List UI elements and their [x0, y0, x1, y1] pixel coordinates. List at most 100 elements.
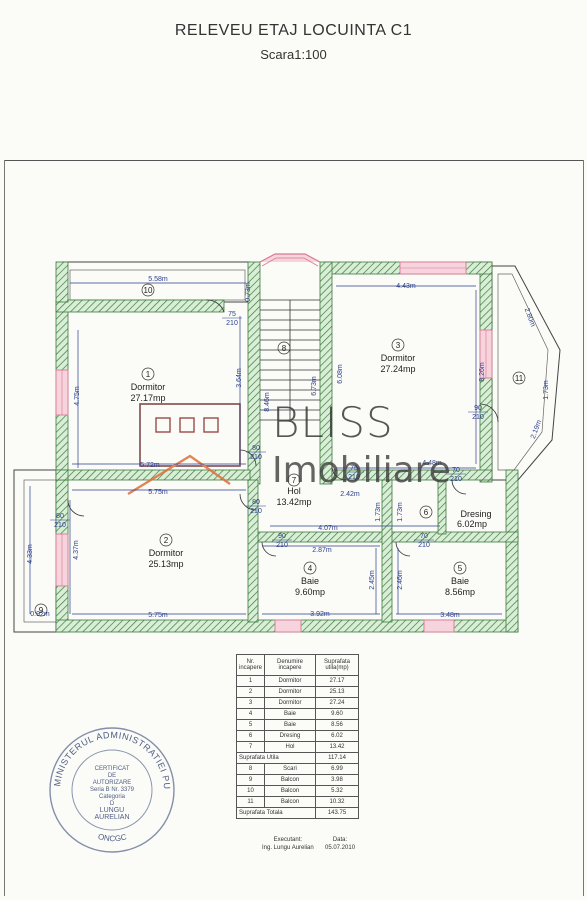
- stamp-line5: Categoria: [99, 794, 126, 800]
- table-row-total-cell-1: Suprafata Totala: [235, 807, 317, 819]
- stamp-line4: Seria B Nr. 3379: [90, 787, 135, 793]
- room-name-5: Baie: [451, 576, 469, 586]
- room-area-4: 9.60mp: [295, 587, 325, 597]
- room-number-4: 4: [308, 564, 313, 573]
- stamp-line7: LUNGU: [100, 807, 125, 814]
- dimension-label-25: 0.92m: [30, 611, 50, 618]
- door-height-5: 210: [472, 414, 484, 421]
- room-number-1: 1: [146, 370, 151, 379]
- wall-dressing-left: [437, 479, 447, 535]
- door-height-2: 210: [250, 454, 262, 461]
- dimension-label-24: 4.37m: [73, 540, 80, 560]
- wall-room2-right: [247, 479, 259, 623]
- wall-room3-bottom: [331, 469, 493, 481]
- door-height-3: 210: [250, 508, 262, 515]
- dimension-label-19: 1.73m: [397, 502, 404, 522]
- stamp-line1: CERTIFICAT: [95, 766, 130, 772]
- wall-right: [505, 469, 519, 633]
- room-area-6: 6.02mp: [457, 519, 487, 529]
- stamp-line8: AURELIAN: [94, 814, 129, 821]
- dimension-label-15: 5.75m: [148, 489, 168, 496]
- room-number-8: 8: [282, 344, 287, 353]
- door-height-1: 210: [226, 320, 238, 327]
- door-width-3: 80: [252, 499, 260, 506]
- room-name-2: Dormitor: [149, 548, 184, 558]
- door-swings: [67, 299, 499, 557]
- drawing-frame: [4, 160, 584, 896]
- stamp-bottom-text: ONCGC: [97, 832, 128, 843]
- wall-bath-divider: [381, 479, 393, 623]
- stamp-line3: AUTORIZARE: [93, 780, 132, 786]
- dimension-label-2: 0.73m: [245, 282, 252, 302]
- title-block: [4, 0, 583, 161]
- room-name-4: Baie: [301, 576, 319, 586]
- plan-scale: Scara1:100: [260, 47, 327, 62]
- plan-title: RELEVEU ETAJ LOCUINTA C1: [174, 22, 413, 39]
- dimension-label-8: 6.08m: [337, 364, 344, 384]
- dimension-label-21: 2.45m: [369, 570, 376, 590]
- col-room-name: Denumire incapere: [264, 654, 317, 676]
- dimension-label-27: 3.92m: [310, 611, 330, 618]
- door-height-4: 210: [54, 522, 66, 529]
- room-name-1: Dormitor: [131, 382, 166, 392]
- area-table: Nr. incapere Denumire incapere Suprafata…: [235, 654, 360, 819]
- dimension-label-28: 3.48m: [440, 612, 460, 619]
- dimension-label-18: 1.73m: [375, 502, 382, 522]
- room-number-10: 10: [144, 286, 153, 295]
- room-area-1: 27.17mp: [130, 393, 165, 403]
- executant-block: Executant: Ing. Lungu Aurelian: [262, 836, 314, 852]
- wall-room1-top: [55, 299, 225, 313]
- date-value: 05.07.2010: [325, 845, 356, 851]
- dimension-label-1: 5.58m: [148, 276, 168, 283]
- wall-stair-right: [319, 261, 333, 485]
- room-number-2: 2: [164, 536, 169, 545]
- door-width-7: 90: [278, 533, 286, 540]
- executant-name: Ing. Lungu Aurelian: [262, 845, 314, 851]
- watermark-logo: [127, 403, 241, 496]
- dimension-label-14: 4.48m: [422, 460, 442, 467]
- dimension-label-7: 6.73m: [311, 376, 318, 396]
- door-width-6: 70: [452, 467, 460, 474]
- room-number-8-circle: [277, 341, 291, 355]
- room-number-7: 7: [292, 476, 297, 485]
- room-number-5-circle: [453, 561, 467, 575]
- dimension-label-3: 4.75m: [74, 386, 81, 406]
- stamp-line2: DE: [108, 773, 116, 779]
- windows: [55, 253, 493, 633]
- door-height-6: 210: [450, 476, 462, 483]
- watermark-brand: BLISS: [272, 398, 394, 447]
- door-width-2: 80: [252, 445, 260, 452]
- room-area-5: 8.56mp: [445, 587, 475, 597]
- door-height-7: 210: [276, 542, 288, 549]
- balcony-11-inner: [497, 273, 549, 471]
- room-number-1-circle: [141, 367, 155, 381]
- door-width-8: 70: [420, 533, 428, 540]
- room-number-6: 6: [424, 508, 429, 517]
- window-bath4: [274, 619, 302, 633]
- door-height-8: 210: [418, 542, 430, 549]
- watermark-subtitle: Imobiliare: [272, 450, 451, 491]
- stamp-ring-text: MINISTERUL ADMINISTRATIEI PUBLICE: [0, 0, 172, 790]
- door-width-9: 75: [350, 465, 358, 472]
- dimension-label-20: 2.87m: [312, 547, 332, 554]
- dimension-label-10: 8.26m: [479, 362, 486, 382]
- room-number-2-circle: [159, 533, 173, 547]
- room-number-11: 11: [515, 374, 524, 383]
- room-area-3: 27.24mp: [380, 364, 415, 374]
- room-number-4-circle: [303, 561, 317, 575]
- executant-label: Executant:: [273, 837, 303, 843]
- date-block: Data: 05.07.2010: [325, 836, 355, 852]
- room-number-10-circle: [141, 283, 155, 297]
- door-height-9: 210: [348, 474, 360, 481]
- wall-hall-left: [55, 469, 69, 481]
- room-number-9-circle: [34, 603, 48, 617]
- dimension-label-26: 5.75m: [148, 612, 168, 619]
